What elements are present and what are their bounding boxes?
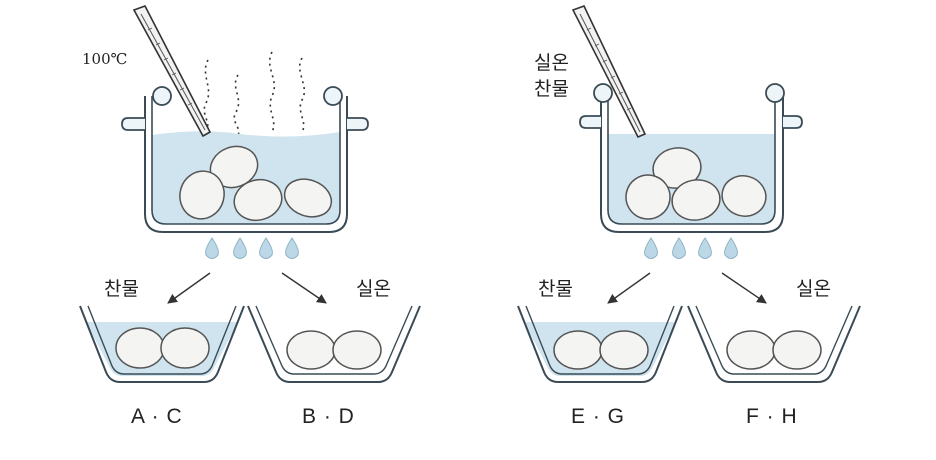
room-temp-bowl-left	[247, 305, 421, 383]
egg	[179, 170, 225, 220]
branch-label-cold-left: 찬물	[104, 278, 139, 300]
water-temp-label-line2: 찬물	[534, 78, 569, 100]
water-drops	[644, 237, 738, 259]
egg	[283, 178, 333, 218]
egg	[772, 330, 822, 370]
egg	[671, 179, 721, 221]
branch-label-cold-right: 찬물	[538, 278, 573, 300]
egg	[115, 327, 165, 369]
right-setup	[517, 4, 861, 383]
water-temp-label-line1: 실온	[534, 52, 569, 74]
egg	[726, 330, 776, 370]
group-label-eg: E · G	[571, 405, 626, 428]
branch-label-room-right: 실온	[796, 278, 831, 300]
egg	[286, 330, 336, 370]
egg	[625, 174, 671, 220]
arrow-to-room	[281, 272, 327, 304]
group-label-fh: F · H	[746, 405, 798, 428]
eggs-in-room-pot	[625, 147, 767, 221]
left-setup	[79, 5, 421, 383]
arrow-to-room	[721, 272, 767, 304]
water-drops	[205, 237, 299, 259]
eggs-in-hot-pot	[179, 145, 333, 222]
steam-lines	[203, 51, 306, 136]
cold-water-bowl-right	[517, 305, 683, 383]
cold-water-bowl-left	[79, 305, 245, 383]
thermometer	[571, 4, 647, 139]
egg	[553, 330, 603, 370]
branch-label-room-left: 실온	[356, 278, 391, 300]
egg	[233, 178, 283, 222]
thermometer	[132, 5, 212, 138]
egg	[332, 330, 382, 370]
egg	[160, 327, 210, 369]
group-label-bd: B · D	[302, 405, 355, 428]
arrow-to-cold	[607, 272, 651, 304]
egg	[599, 330, 649, 370]
room-temp-bowl-right	[687, 305, 861, 383]
egg	[721, 175, 767, 217]
arrow-to-cold	[167, 272, 211, 304]
water-temp-label: 실온 찬물	[534, 50, 569, 102]
group-label-ac: A · C	[131, 405, 183, 428]
temperature-label: 100℃	[82, 50, 128, 68]
